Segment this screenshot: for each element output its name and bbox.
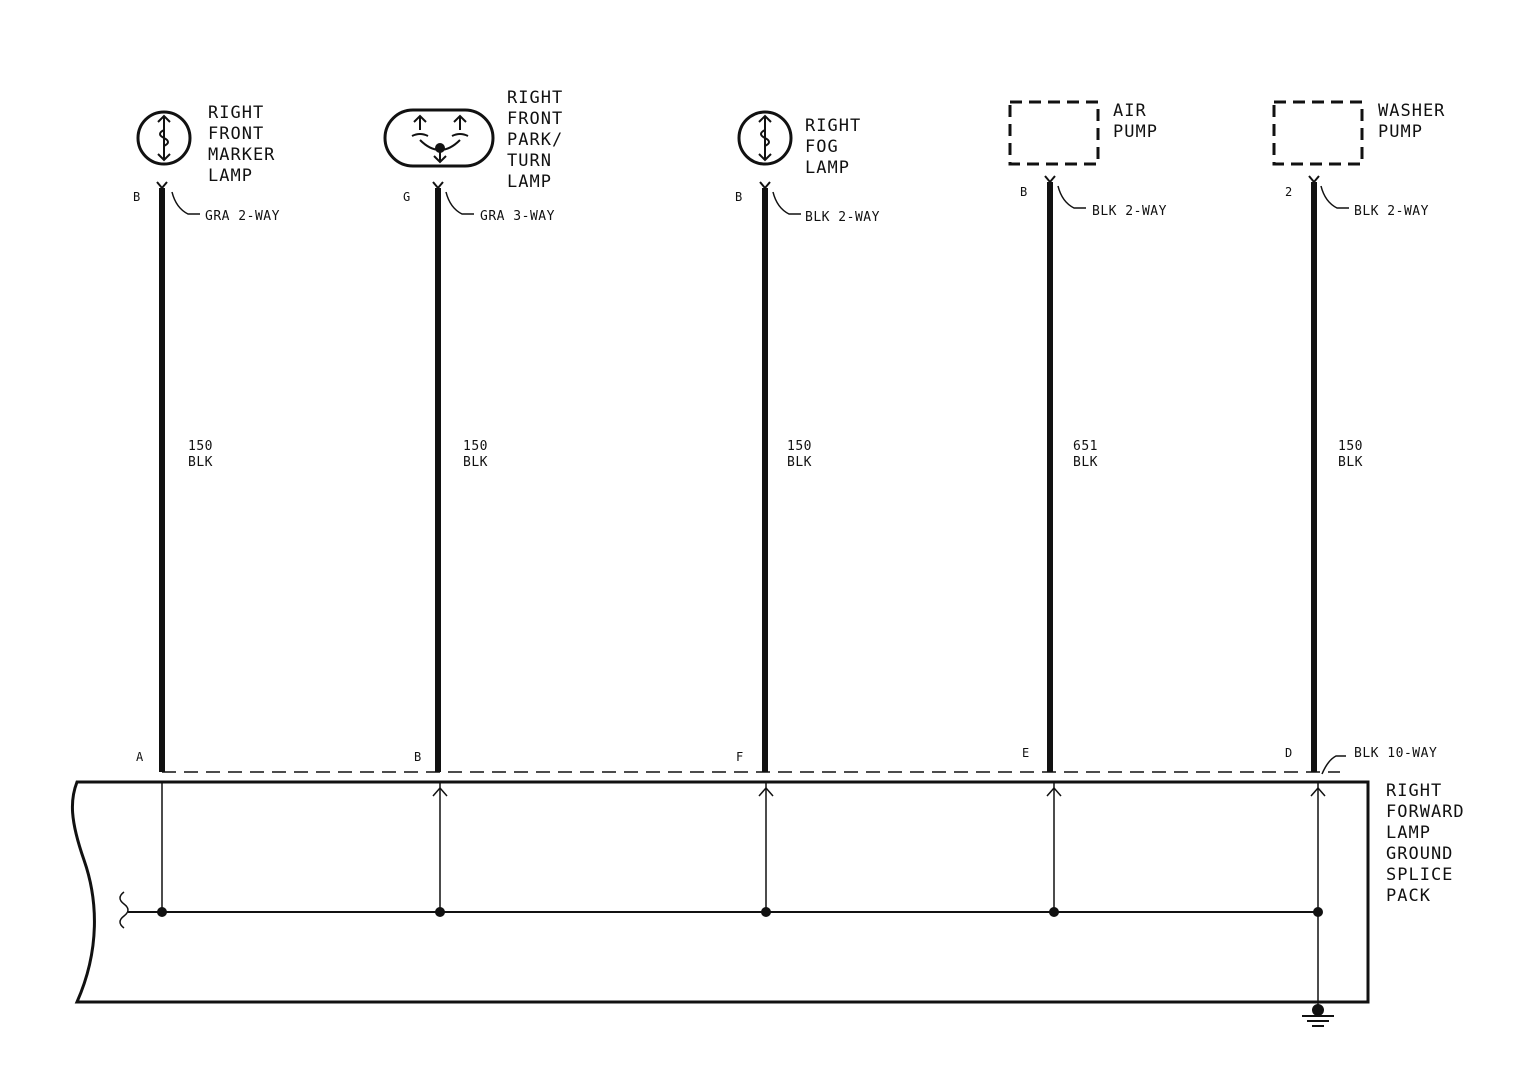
component-right-front-marker-lamp[interactable]: RIGHT FRONT MARKER LAMP B GRA 2-WAY 150 … xyxy=(133,103,287,772)
terminal-arrow xyxy=(432,786,448,797)
top-pin-label: B xyxy=(1020,185,1027,199)
wire-label: 150 BLK xyxy=(188,439,221,470)
top-pin-label: 2 xyxy=(1285,185,1292,199)
component-label: RIGHT FRONT PARK/ TURN LAMP xyxy=(507,88,574,192)
wire-label: 150 BLK xyxy=(1338,439,1371,470)
connector-leader xyxy=(1320,185,1349,209)
connector-fork xyxy=(759,181,771,190)
splice-pack-outline xyxy=(70,780,1370,1004)
connector-label: GRA 3-WAY xyxy=(480,209,555,224)
connector-label: BLK 2-WAY xyxy=(805,210,880,225)
wire-label: 150 BLK xyxy=(787,439,820,470)
splice-node xyxy=(761,907,771,917)
dual-filament-lamp-icon xyxy=(383,108,495,168)
connector-label: GRA 2-WAY xyxy=(205,209,280,224)
connector-label: BLK 2-WAY xyxy=(1092,204,1167,219)
splice-pin-label: F xyxy=(736,750,743,764)
top-pin-label: G xyxy=(403,190,410,204)
splice-pin-label: B xyxy=(414,750,421,764)
component-label: AIR PUMP xyxy=(1113,101,1158,142)
splice-node xyxy=(1313,907,1323,917)
splice-node xyxy=(435,907,445,917)
wire-label: 651 BLK xyxy=(1073,439,1106,470)
component-air-pump[interactable]: AIR PUMP B BLK 2-WAY 651 BLK E xyxy=(1008,100,1167,772)
splice-pack-connector-label: BLK 10-WAY xyxy=(1354,746,1437,761)
component-box-icon xyxy=(1008,100,1100,166)
break-symbol xyxy=(119,891,129,929)
lamp-icon xyxy=(737,110,793,166)
component-label: RIGHT FOG LAMP xyxy=(805,116,872,178)
splice-node xyxy=(1049,907,1059,917)
splice-pin-label: D xyxy=(1285,746,1292,760)
connector-leader xyxy=(1057,185,1086,209)
wire-label: 150 BLK xyxy=(463,439,496,470)
connector-label: BLK 2-WAY xyxy=(1354,204,1429,219)
splice-node xyxy=(157,907,167,917)
component-washer-pump[interactable]: WASHER PUMP 2 BLK 2-WAY 150 BLK D xyxy=(1272,100,1457,772)
connector-fork xyxy=(1308,175,1320,184)
splice-pin-label: E xyxy=(1022,746,1029,760)
connector-leader xyxy=(772,191,801,215)
ground-icon xyxy=(1302,1004,1334,1027)
terminal-arrow xyxy=(758,786,774,797)
connector-fork xyxy=(1044,175,1056,184)
splice-pack[interactable] xyxy=(70,780,1370,1012)
component-right-front-park-turn-lamp[interactable]: RIGHT FRONT PARK/ TURN LAMP G GRA 3-WAY … xyxy=(383,88,574,772)
component-label: WASHER PUMP xyxy=(1378,101,1457,142)
connector-leader xyxy=(445,191,474,215)
top-pin-label: B xyxy=(735,190,742,204)
connector-leader xyxy=(171,191,200,215)
connector-leader xyxy=(1321,755,1346,775)
lamp-icon xyxy=(136,110,192,166)
splice-pin-label: A xyxy=(136,750,144,764)
terminal-arrow xyxy=(1046,786,1062,797)
terminal-arrow xyxy=(1310,786,1326,797)
connector-fork xyxy=(432,181,444,190)
component-right-fog-lamp[interactable]: RIGHT FOG LAMP B BLK 2-WAY 150 BLK F xyxy=(735,110,880,772)
splice-pack-label: RIGHT FORWARD LAMP GROUND SPLICE PACK xyxy=(1386,781,1476,906)
component-label: RIGHT FRONT MARKER LAMP xyxy=(208,103,287,186)
connector-fork xyxy=(156,181,168,190)
top-pin-label: B xyxy=(133,190,140,204)
component-box-icon xyxy=(1272,100,1364,166)
